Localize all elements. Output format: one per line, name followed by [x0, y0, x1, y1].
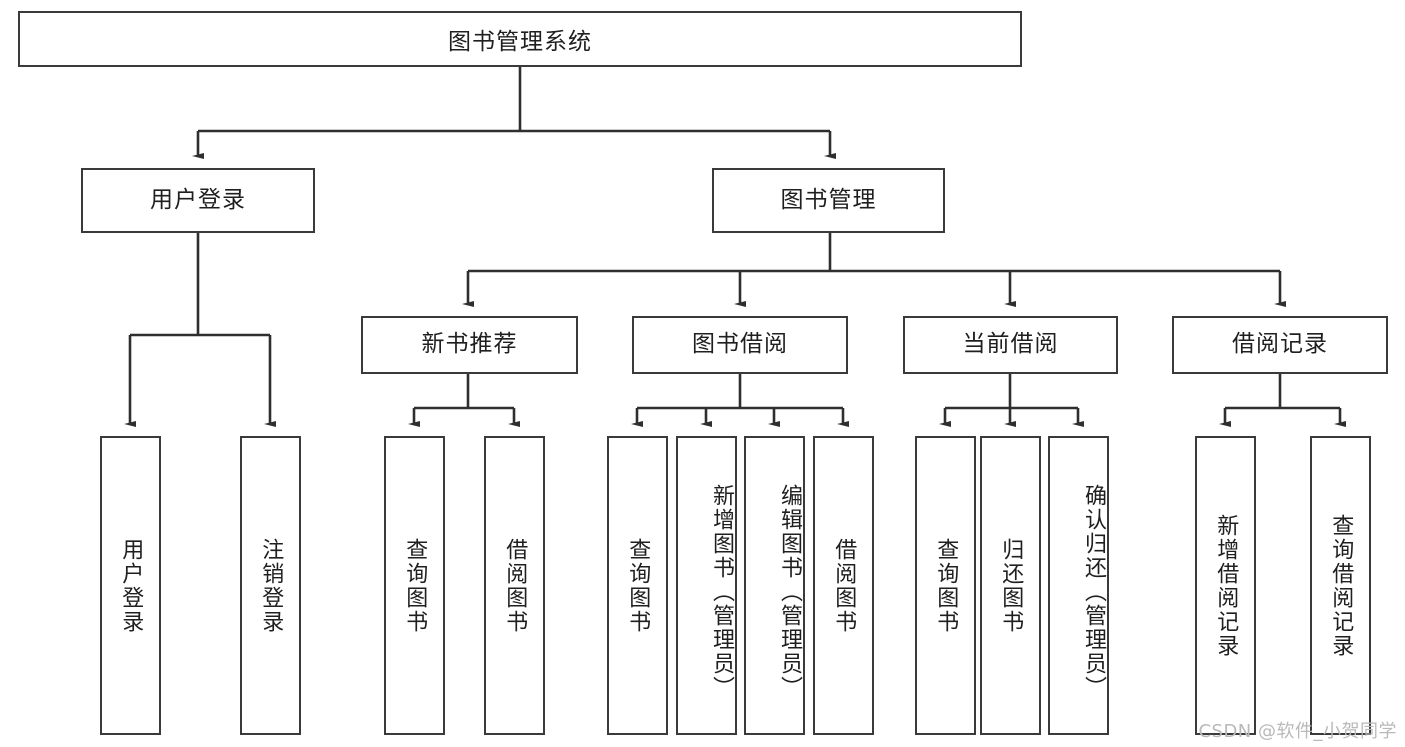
- leaf-return-book[interactable]: 归还图书: [980, 436, 1041, 735]
- node-label: 新增图书（管理员）: [709, 483, 734, 700]
- node-label: 查询图书: [625, 537, 651, 634]
- node-label: 查询图书: [402, 537, 428, 634]
- leaf-edit-book[interactable]: 编辑图书（管理员）: [744, 436, 805, 735]
- node-label: 查询图书: [933, 537, 959, 634]
- node-root-system[interactable]: 图书管理系统: [18, 11, 1022, 67]
- node-label: 查询借阅记录: [1328, 513, 1354, 658]
- node-label: 图书管理: [780, 186, 877, 213]
- node-label: 新书推荐: [421, 331, 518, 358]
- node-book-borrow[interactable]: 图书借阅: [632, 316, 848, 374]
- node-label: 借阅记录: [1232, 331, 1328, 358]
- leaf-add-book[interactable]: 新增图书（管理员）: [676, 436, 737, 735]
- leaf-borrow-book-recommend[interactable]: 借阅图书: [484, 436, 545, 735]
- node-label: 用户登录: [118, 537, 144, 634]
- node-label: 编辑图书（管理员）: [777, 483, 802, 700]
- leaf-borrow-book[interactable]: 借阅图书: [813, 436, 874, 735]
- node-label: 新增借阅记录: [1213, 513, 1239, 658]
- node-label: 图书借阅: [692, 331, 788, 358]
- node-new-book-recommend[interactable]: 新书推荐: [361, 316, 578, 374]
- node-current-borrow[interactable]: 当前借阅: [903, 316, 1118, 374]
- csdn-watermark: CSDN @软件_小贺同学: [1198, 721, 1397, 742]
- node-label: 图书管理系统: [448, 29, 592, 55]
- leaf-add-borrow-record[interactable]: 新增借阅记录: [1195, 436, 1256, 735]
- leaf-query-book-recommend[interactable]: 查询图书: [384, 436, 445, 735]
- node-book-manage[interactable]: 图书管理: [712, 168, 945, 233]
- node-label: 确认归还（管理员）: [1081, 483, 1106, 700]
- node-label: 借阅图书: [502, 537, 528, 634]
- leaf-query-book-current[interactable]: 查询图书: [915, 436, 976, 735]
- node-label: 借阅图书: [831, 537, 857, 634]
- leaf-query-borrow-record[interactable]: 查询借阅记录: [1310, 436, 1371, 735]
- leaf-query-book-borrow[interactable]: 查询图书: [607, 436, 668, 735]
- node-label: 当前借阅: [962, 331, 1059, 358]
- node-label: 归还图书: [998, 537, 1024, 634]
- node-label: 用户登录: [150, 186, 246, 213]
- leaf-user-logout[interactable]: 注销登录: [240, 436, 301, 735]
- leaf-confirm-return[interactable]: 确认归还（管理员）: [1048, 436, 1109, 735]
- node-user-login[interactable]: 用户登录: [81, 168, 315, 233]
- node-label: 注销登录: [258, 537, 284, 634]
- node-borrow-record[interactable]: 借阅记录: [1172, 316, 1388, 374]
- leaf-user-login[interactable]: 用户登录: [100, 436, 161, 735]
